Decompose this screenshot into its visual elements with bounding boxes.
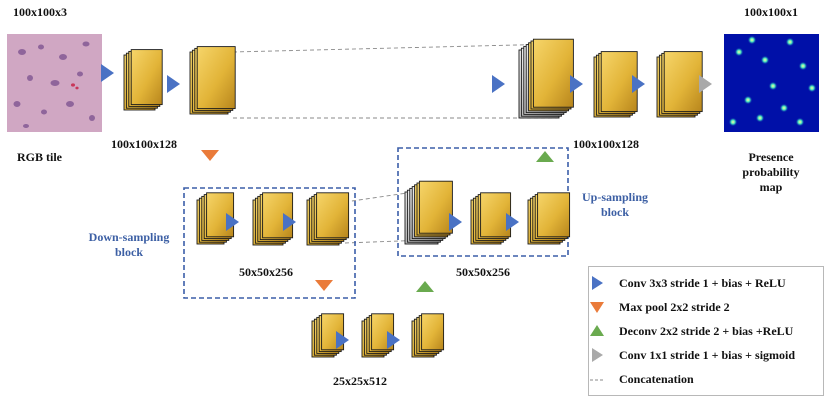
legend-label-conv: Conv 3x3 stride 1 + bias + ReLU bbox=[619, 276, 786, 290]
output-dims-label: 100x100x1 bbox=[744, 5, 798, 19]
feature-map-enc1-a bbox=[123, 49, 163, 111]
probability-map-image bbox=[724, 34, 819, 132]
feature-map-layer bbox=[480, 192, 512, 238]
conv-arrow-icon bbox=[387, 331, 400, 349]
legend-item-sigmoid: Conv 1x1 stride 1 + bias + sigmoid bbox=[589, 347, 823, 365]
feature-map-layer bbox=[421, 313, 445, 351]
probability-blob bbox=[743, 95, 753, 105]
conv-arrow-icon bbox=[167, 75, 180, 93]
feature-map-layer bbox=[206, 192, 235, 238]
feature-map-layer bbox=[262, 192, 294, 239]
feature-map-layer bbox=[316, 192, 350, 239]
down-sampling-block-label: Down-sampling block bbox=[88, 230, 170, 259]
probability-blob bbox=[785, 37, 795, 47]
probability-blob bbox=[795, 117, 805, 127]
maxpool-arrow-icon bbox=[315, 280, 333, 291]
encoder-level2-dims-label: 50x50x256 bbox=[239, 265, 293, 279]
conv-arrow-icon bbox=[449, 213, 462, 231]
decoder-level1-dims-label: 100x100x128 bbox=[573, 137, 639, 151]
feature-map-enc2-c bbox=[306, 192, 350, 246]
input-dims-label: 100x100x3 bbox=[13, 5, 67, 19]
conv-arrow-icon bbox=[632, 75, 645, 93]
feature-map-enc2-b bbox=[252, 192, 294, 246]
deconv-arrow-icon bbox=[416, 281, 434, 292]
conv-arrow-icon bbox=[570, 75, 583, 93]
green-triangle-icon bbox=[590, 325, 604, 336]
feature-map-layer bbox=[600, 51, 638, 113]
encoder-level1-dims-label: 100x100x128 bbox=[111, 137, 177, 151]
dashed-line-icon bbox=[590, 379, 604, 381]
feature-map-layer bbox=[196, 46, 236, 110]
feature-map-enc2-a bbox=[196, 192, 235, 245]
conv-arrow-icon bbox=[506, 213, 519, 231]
feature-map-layer bbox=[537, 192, 571, 238]
probability-blob bbox=[728, 117, 738, 127]
feature-map-bottleneck-b bbox=[361, 313, 395, 358]
probability-blob bbox=[807, 83, 817, 93]
feature-map-dec2-concat bbox=[404, 180, 453, 245]
feature-map-layer bbox=[532, 38, 574, 108]
feature-map-dec2-b bbox=[527, 192, 571, 245]
up-sampling-block-label: Up-sampling block bbox=[581, 190, 649, 219]
conv-arrow-icon bbox=[283, 213, 296, 231]
gray-triangle-icon bbox=[592, 348, 603, 362]
concatenation-links bbox=[232, 43, 558, 244]
sigmoid-arrow-icon bbox=[699, 75, 712, 93]
probability-blob bbox=[760, 55, 770, 65]
legend-label-deconv: Deconv 2x2 stride 2 + bias +ReLU bbox=[619, 324, 794, 338]
blue-triangle-icon bbox=[592, 276, 603, 290]
legend-label-concatenation: Concatenation bbox=[619, 372, 694, 386]
probability-blob bbox=[734, 47, 744, 57]
rgb-tile-image bbox=[7, 34, 102, 132]
feature-map-dec2-a bbox=[470, 192, 512, 245]
conv-arrow-icon bbox=[492, 75, 505, 93]
probability-blob bbox=[755, 113, 765, 123]
probability-blob bbox=[747, 35, 757, 45]
deconv-arrow-icon bbox=[536, 151, 554, 162]
legend-item-concatenation: Concatenation bbox=[589, 371, 823, 389]
feature-map-dec1-b bbox=[656, 51, 703, 118]
maxpool-arrow-icon bbox=[201, 150, 219, 161]
conv-arrow-icon bbox=[101, 64, 114, 82]
legend-item-conv: Conv 3x3 stride 1 + bias + ReLU bbox=[589, 275, 823, 293]
feature-map-layer bbox=[130, 49, 163, 106]
down-sampling-block-frame bbox=[183, 187, 356, 299]
conv-arrow-icon bbox=[336, 331, 349, 349]
legend-item-deconv: Deconv 2x2 stride 2 + bias +ReLU bbox=[589, 323, 823, 341]
rgb-tile-label: RGB tile bbox=[17, 150, 62, 164]
legend-label-sigmoid: Conv 1x1 stride 1 + bias + sigmoid bbox=[619, 348, 796, 362]
concat-line-top-upper bbox=[232, 43, 558, 53]
feature-map-enc1-b bbox=[189, 46, 236, 115]
legend-item-maxpool: Max pool 2x2 stride 2 bbox=[589, 299, 823, 317]
decoder-level2-dims-label: 50x50x256 bbox=[456, 265, 510, 279]
feature-map-dec1-a bbox=[593, 51, 638, 118]
probability-blob bbox=[798, 61, 808, 71]
presence-map-label: Presence probability map bbox=[742, 150, 800, 194]
feature-map-layer bbox=[663, 51, 703, 113]
feature-map-layer bbox=[418, 180, 453, 234]
legend: Conv 3x3 stride 1 + bias + ReLU Max pool… bbox=[588, 266, 824, 396]
probability-blob bbox=[779, 103, 789, 113]
orange-triangle-icon bbox=[590, 302, 604, 313]
feature-map-dec1-concat bbox=[518, 38, 574, 119]
probability-blob bbox=[768, 81, 778, 91]
legend-label-maxpool: Max pool 2x2 stride 2 bbox=[619, 300, 730, 314]
bottleneck-dims-label: 25x25x512 bbox=[333, 374, 387, 388]
conv-arrow-icon bbox=[226, 213, 239, 231]
feature-map-bottleneck-c bbox=[411, 313, 445, 358]
